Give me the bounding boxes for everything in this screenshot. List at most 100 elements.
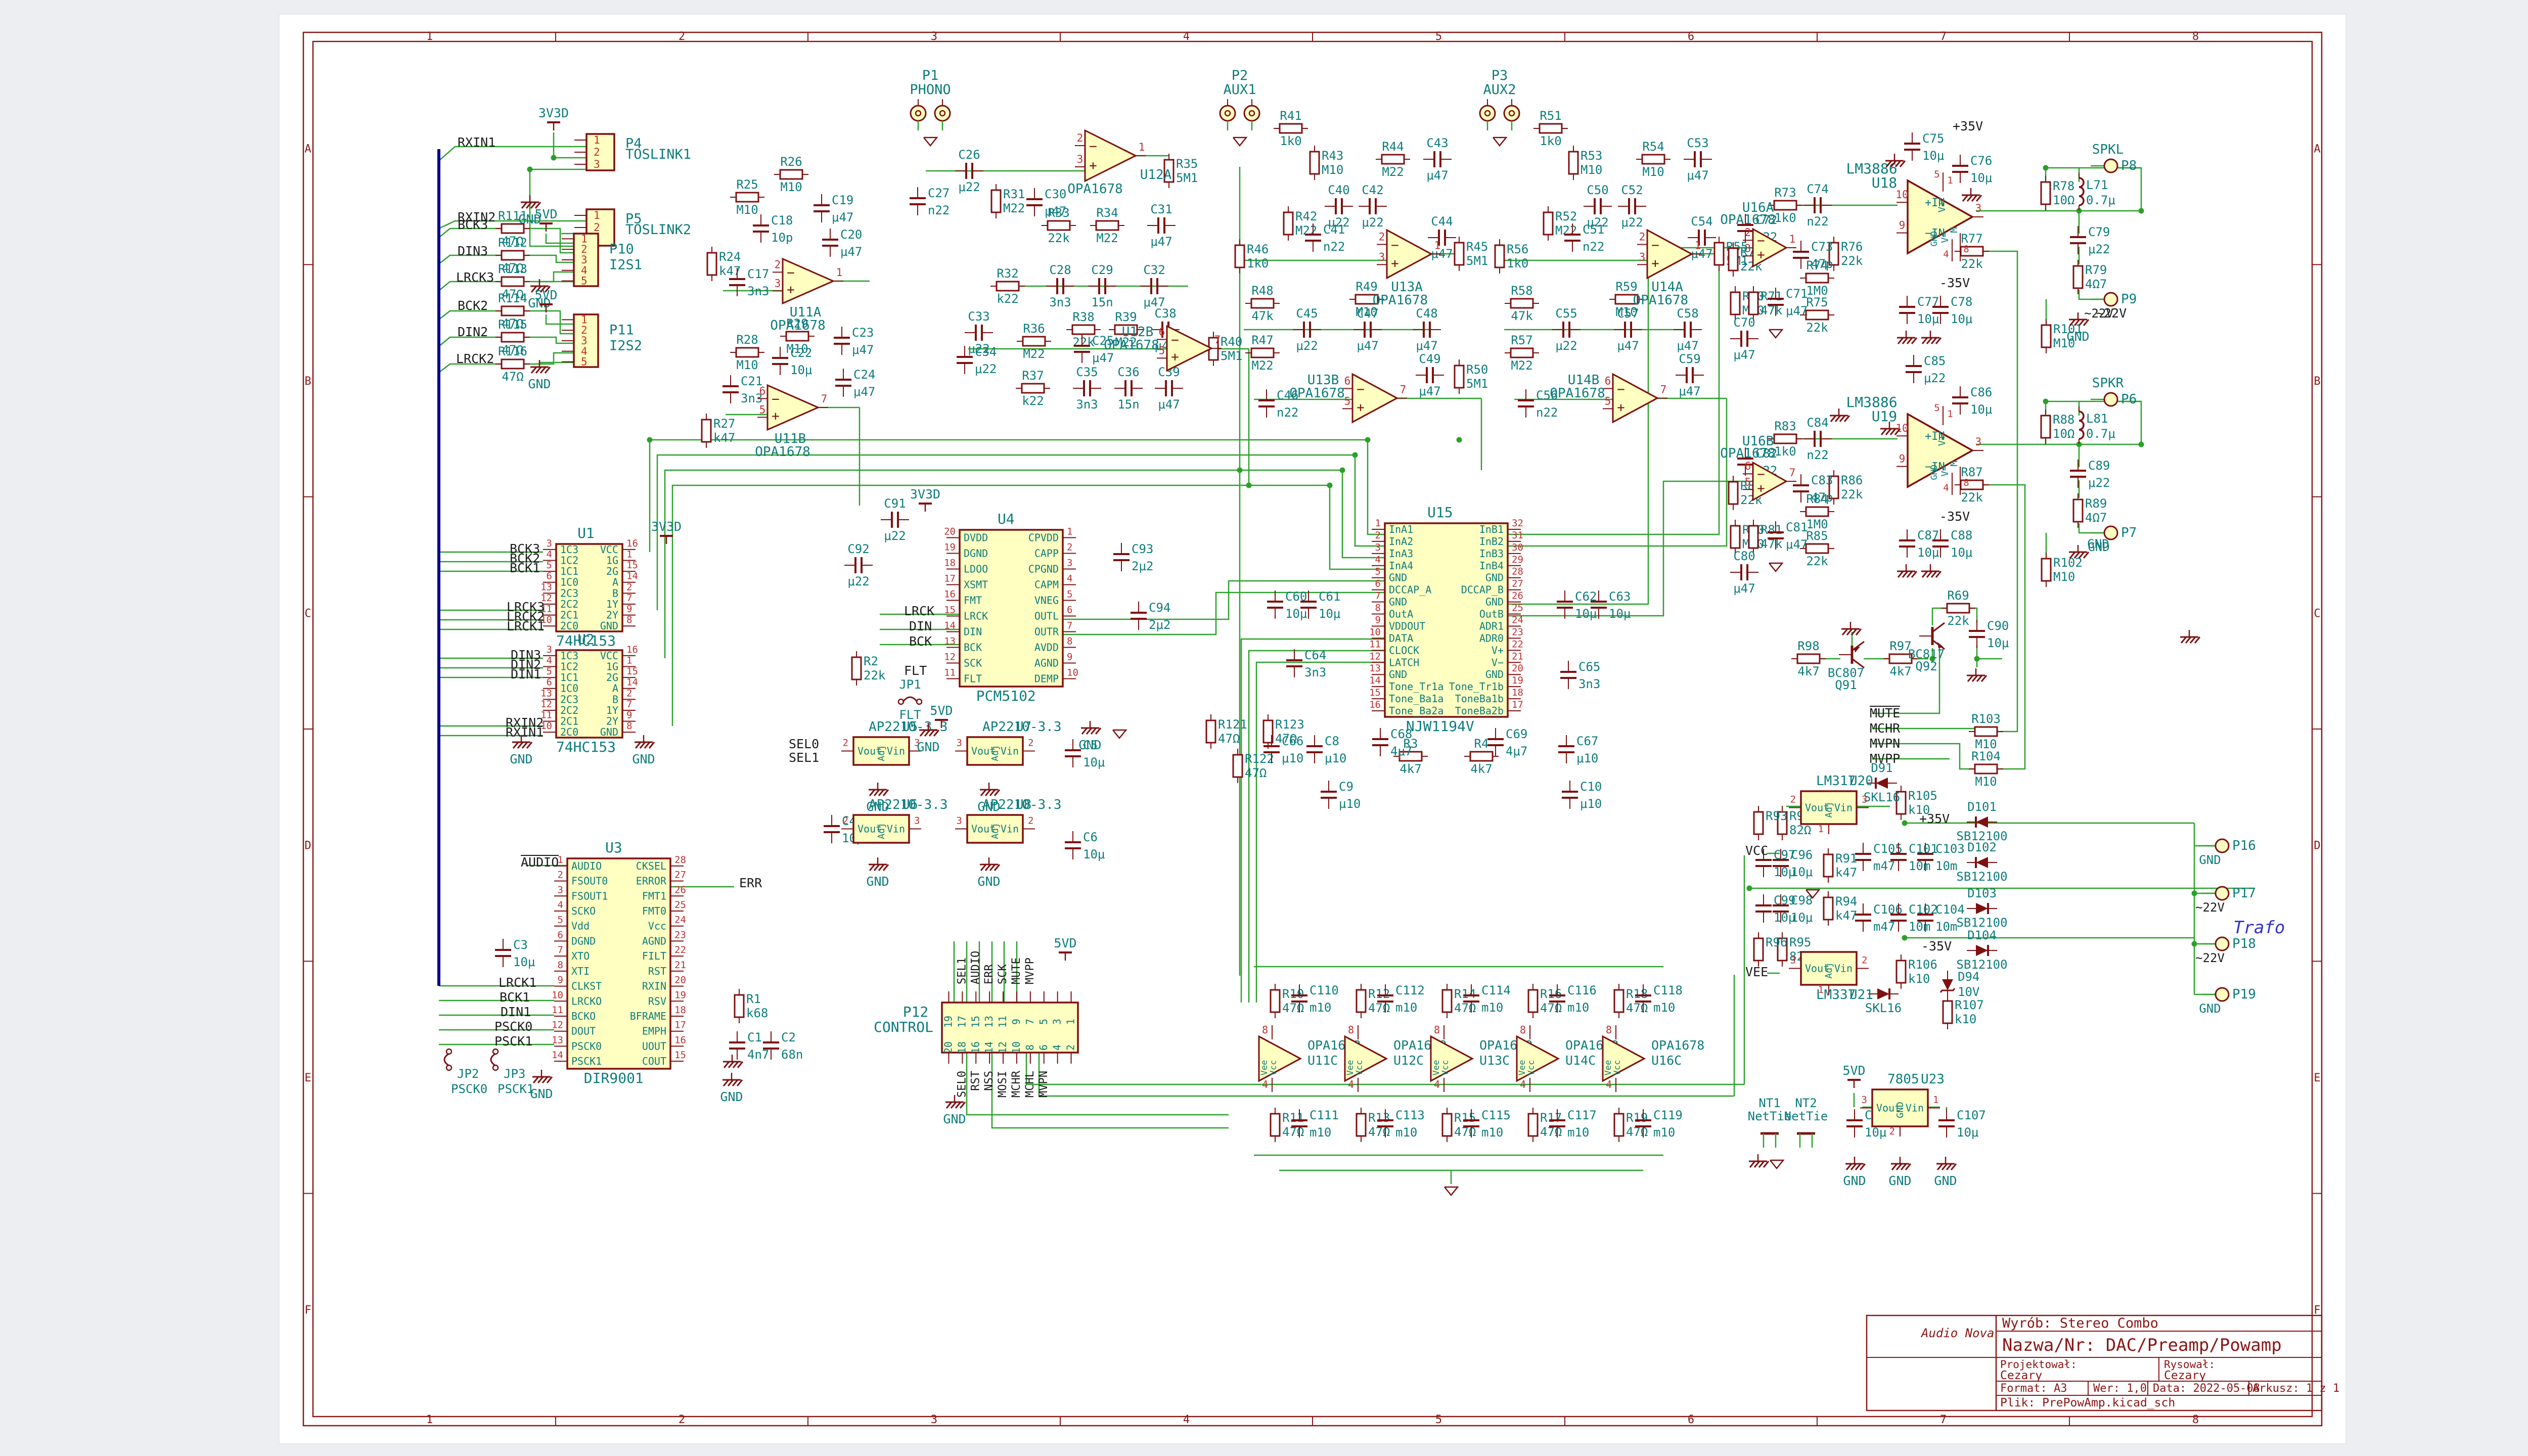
resistor-body[interactable] <box>501 250 525 261</box>
resistor-body[interactable] <box>1728 481 1739 505</box>
resistor-body[interactable] <box>1095 220 1119 231</box>
resistor-body[interactable] <box>1279 123 1303 134</box>
opamp-body[interactable] <box>1258 1035 1302 1082</box>
resistor-body[interactable] <box>501 223 525 234</box>
rca-pin[interactable] <box>1503 105 1520 122</box>
connector-P5[interactable]: 123P5TOSLINK2 <box>574 208 691 247</box>
resistor-body[interactable] <box>1527 989 1539 1013</box>
pad-circle[interactable] <box>2103 158 2118 173</box>
resistor-body[interactable] <box>1047 220 1071 231</box>
opamp-body[interactable] <box>1752 461 1788 502</box>
diode-body[interactable] <box>1877 988 1889 999</box>
resistor-body[interactable] <box>1543 211 1554 236</box>
diode-body[interactable] <box>1976 816 1988 828</box>
resistor-body[interactable] <box>1022 336 1046 347</box>
diode-body[interactable] <box>1876 778 1888 789</box>
inductor-body[interactable] <box>2079 177 2085 206</box>
resistor-body[interactable] <box>1828 475 1839 499</box>
resistor-body[interactable] <box>1454 242 1465 266</box>
resistor-body[interactable] <box>1730 525 1741 549</box>
resistor-body[interactable] <box>501 358 525 370</box>
resistor-body[interactable] <box>1777 937 1788 962</box>
jumper-arc[interactable] <box>902 696 918 702</box>
rca-pin[interactable] <box>934 105 951 122</box>
rca-pin[interactable] <box>1219 105 1236 122</box>
pad-circle[interactable] <box>2215 886 2230 901</box>
opamp-body[interactable] <box>1752 228 1788 268</box>
resistor-body[interactable] <box>501 276 525 287</box>
resistor-body[interactable] <box>1895 960 1907 984</box>
resistor-body[interactable] <box>1270 1113 1281 1137</box>
pad-circle[interactable] <box>2215 838 2230 853</box>
resistor-body[interactable] <box>2041 558 2052 582</box>
resistor-body[interactable] <box>1946 603 1970 614</box>
diode-body[interactable] <box>1976 945 1988 956</box>
resistor-body[interactable] <box>1510 298 1534 309</box>
resistor-body[interactable] <box>1823 896 1834 921</box>
